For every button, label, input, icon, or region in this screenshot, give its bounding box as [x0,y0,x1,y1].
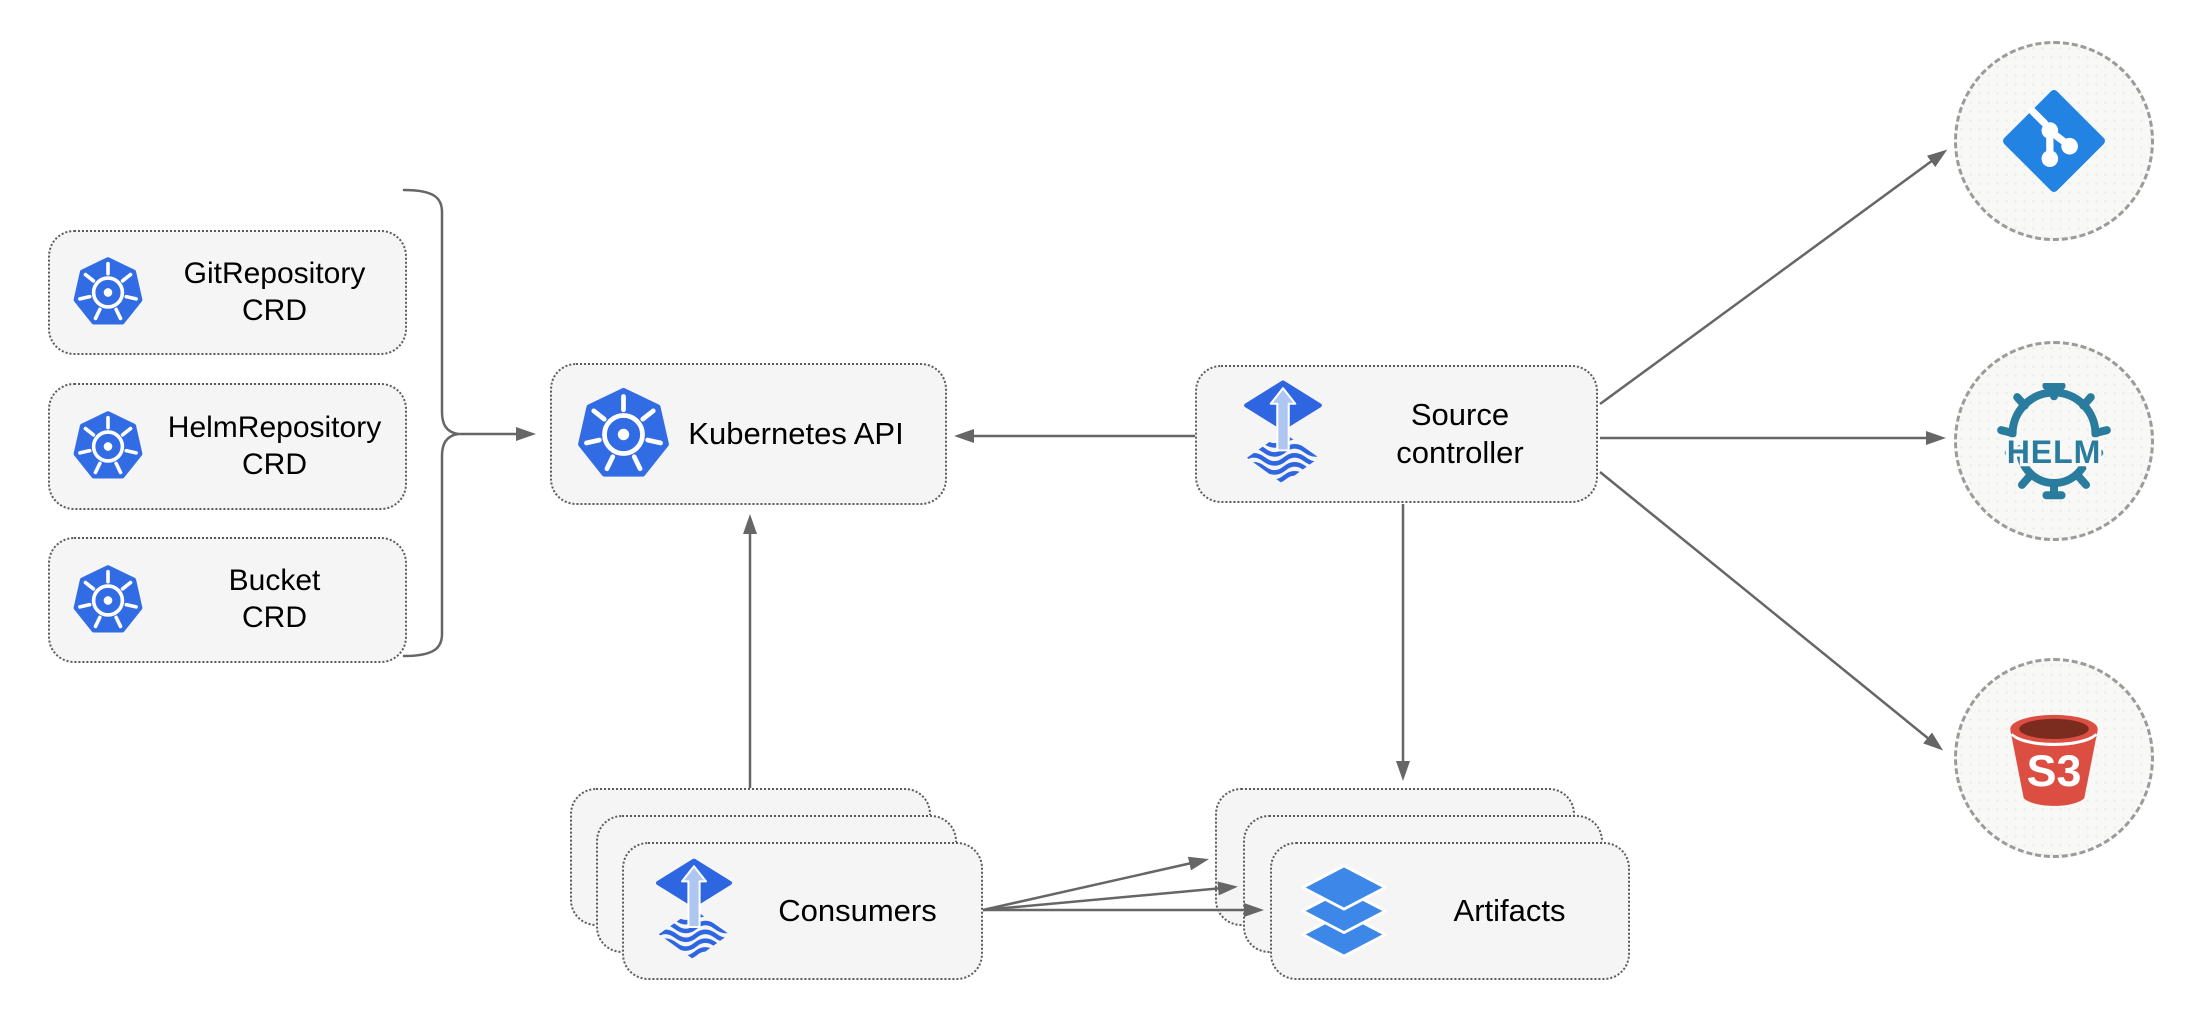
node-label: Kubernetes API [688,416,904,452]
helm-wordmark: HELM [2007,434,2102,470]
edge-consumers-to-artifacts-middle [982,881,1238,912]
node-label: Source controller [1396,397,1524,470]
s3-bucket-icon: S3 [2010,714,2098,806]
node-label: Bucket CRD [228,564,321,634]
external-s3-bucket: S3 [1954,658,2154,858]
kubernetes-icon [73,564,143,632]
node-label: Consumers [778,893,937,929]
node-kubernetes-api: Kubernetes API [550,363,947,505]
edge-consumers-to-artifacts-back [982,856,1209,912]
s3-wordmark: S3 [2027,746,2082,796]
edge-source-to-git [1599,149,1948,406]
kubernetes-icon [73,411,143,479]
node-label: HelmRepository CRD [167,410,382,481]
node-gitrepository-crd: GitRepository CRD [48,230,407,355]
node-helmrepository-crd: HelmRepository CRD [48,383,407,510]
node-bucket-crd: Bucket CRD [48,537,407,663]
node-label: Artifacts [1453,893,1566,929]
layers-artifacts-icon [1301,864,1387,958]
flux-source-icon [656,858,732,960]
kubernetes-icon [578,387,669,477]
external-helm-repository: HELM [1954,341,2154,541]
helm-icon: HELM [1997,382,2111,499]
node-source-controller: Source controller [1195,365,1598,503]
flux-source-icon [1244,380,1322,484]
external-git-repository [1954,41,2154,241]
git-icon [2003,90,2105,192]
crd-group-bracket [402,188,459,658]
node-consumers: Consumers [622,842,983,980]
node-artifacts: Artifacts [1270,842,1630,980]
node-label: GitRepository CRD [183,256,366,327]
kubernetes-icon [73,257,143,325]
edge-source-to-s3 [1599,471,1944,751]
